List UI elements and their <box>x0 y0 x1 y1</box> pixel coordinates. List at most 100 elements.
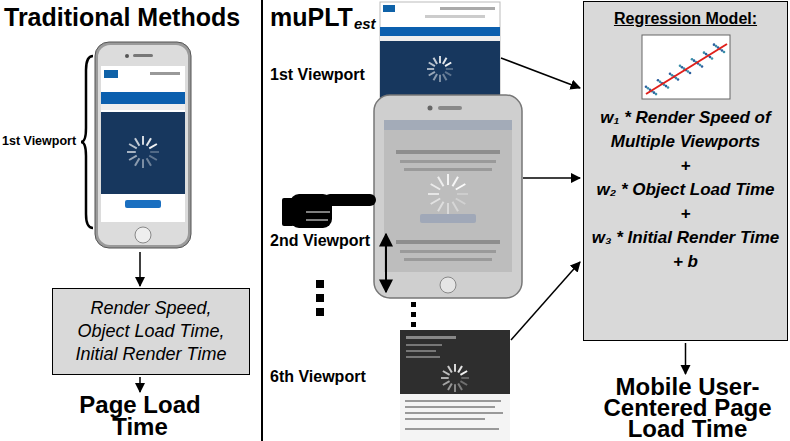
viewport-label: 2nd Viewport <box>270 232 370 250</box>
regression-line <box>646 44 727 94</box>
model-box: Regression Model:w₁ * Render Speed of Mu… <box>583 1 788 341</box>
spinner-spoke <box>428 193 439 195</box>
spinner-spoke <box>443 58 447 64</box>
spinner-spoke <box>429 72 435 76</box>
viewport-label: 1st Viewport <box>270 66 365 84</box>
spinner-spoke <box>447 174 449 185</box>
viewport-label: 6th Viewport <box>270 368 366 386</box>
loading-spinner <box>427 56 453 82</box>
spinner-spoke <box>443 381 450 385</box>
spinner-spoke <box>460 371 467 375</box>
spinner-spoke <box>142 159 144 168</box>
site-text <box>405 412 503 414</box>
phone-speaker <box>133 54 153 57</box>
section-title: muPLT <box>270 3 353 32</box>
hand-finger <box>324 194 376 206</box>
spinner-spoke <box>441 377 449 379</box>
site-band <box>384 120 512 130</box>
data-point <box>710 57 713 60</box>
spinner-spoke <box>438 177 444 187</box>
loading-spinner <box>428 174 468 214</box>
box-text: w₃ * Initial Render Time + b <box>590 226 781 274</box>
hand-knuckle <box>306 212 330 213</box>
spinner-spoke <box>461 377 469 379</box>
dot <box>316 308 324 316</box>
spinner-spoke <box>135 158 139 166</box>
spinner-spoke <box>434 74 438 80</box>
site-text <box>396 240 500 244</box>
hand-knuckle <box>306 220 328 221</box>
spinner-spoke <box>454 384 456 392</box>
screenshot-first <box>380 2 500 98</box>
phone-screen <box>384 120 512 272</box>
phone-body <box>374 95 522 298</box>
spinner-spoke <box>443 74 447 80</box>
spinner-spoke <box>142 136 144 145</box>
result-label: Mobile User-Centered Page Load Time <box>585 376 790 439</box>
site-banner <box>380 41 500 98</box>
spinner-spoke <box>431 184 441 190</box>
spinner-spoke <box>448 366 452 373</box>
spinner-spoke <box>150 151 159 153</box>
spinner-spoke <box>448 383 452 390</box>
site-text <box>405 406 495 408</box>
site-text <box>405 418 485 420</box>
divider-line <box>261 0 263 441</box>
input-arrow <box>511 262 580 340</box>
screenshot-sixth <box>400 330 510 441</box>
site-button <box>420 214 476 223</box>
dot <box>316 294 324 302</box>
home-button <box>440 277 456 293</box>
site-text <box>405 400 501 402</box>
flow-arrow <box>139 252 141 286</box>
brace <box>81 56 93 228</box>
phone-second <box>374 95 522 298</box>
spinner-spoke <box>453 202 459 212</box>
spinner-spoke <box>439 75 441 82</box>
screenshot-frame <box>380 2 500 98</box>
spinner-spoke <box>147 138 151 146</box>
site-link <box>150 72 180 75</box>
site-banner <box>101 112 185 194</box>
site-band <box>101 84 185 92</box>
spinner-spoke <box>456 199 466 205</box>
spinner-spoke <box>443 371 450 375</box>
site-text <box>404 258 492 261</box>
phone-body <box>95 42 191 248</box>
spinner-spoke <box>460 381 467 385</box>
subscript: est <box>354 15 376 32</box>
spinner-spoke <box>147 158 151 166</box>
phone-camera <box>428 106 433 111</box>
site-text <box>400 250 496 253</box>
plot-frame <box>642 35 730 99</box>
site-logo <box>383 5 395 12</box>
flow-arrow <box>685 343 687 374</box>
spinner-spoke <box>427 68 434 70</box>
spinner-spoke <box>445 72 451 76</box>
phone-camera <box>125 54 129 58</box>
hand-icon <box>282 194 376 228</box>
site-text <box>400 160 496 163</box>
box-text: + <box>590 202 781 226</box>
data-point <box>700 65 703 68</box>
ellipsis-dots <box>316 280 416 327</box>
data-point <box>654 93 657 96</box>
spinner-spoke <box>438 202 444 212</box>
site-text <box>404 168 492 171</box>
phone-left <box>95 42 191 248</box>
site-text <box>405 428 499 430</box>
dot <box>411 312 416 317</box>
phone-screen <box>101 66 185 222</box>
dot <box>411 302 416 307</box>
spinner-spoke <box>453 177 459 187</box>
spinner-spoke <box>457 193 468 195</box>
spinner-spoke <box>149 144 157 148</box>
spinner-spoke <box>434 58 438 64</box>
spinner-spoke <box>429 63 435 67</box>
data-point <box>666 86 669 89</box>
site-text <box>406 344 442 346</box>
site-text <box>396 150 500 154</box>
result-label: Page Load Time <box>65 394 215 438</box>
spinner-spoke <box>458 383 462 390</box>
